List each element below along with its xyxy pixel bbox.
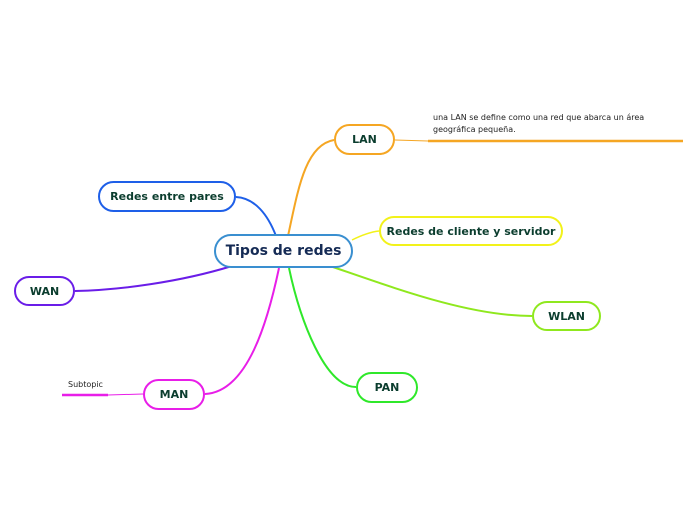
- topic-pan-label: PAN: [374, 381, 400, 394]
- topic-redes-cliente-servidor-label: Redes de cliente y servidor: [386, 224, 556, 238]
- lan-note: una LAN se define como una red que abarc…: [433, 113, 645, 134]
- topic-man[interactable]: MAN: [143, 379, 205, 410]
- topic-wan[interactable]: WAN: [14, 276, 75, 306]
- central-topic-label: Tipos de redes: [225, 243, 342, 259]
- topic-pan[interactable]: PAN: [356, 372, 418, 403]
- topic-redes-cliente-servidor[interactable]: Redes de cliente y servidor: [379, 216, 563, 246]
- central-topic[interactable]: Tipos de redes: [214, 234, 353, 268]
- topic-lan[interactable]: LAN: [334, 124, 395, 155]
- man-subtopic[interactable]: Subtopic: [68, 380, 103, 389]
- topic-redes-entre-pares[interactable]: Redes entre pares: [98, 181, 236, 212]
- topic-wlan-label: WLAN: [548, 309, 585, 323]
- topic-redes-entre-pares-label: Redes entre pares: [110, 190, 224, 203]
- topic-wlan[interactable]: WLAN: [532, 301, 601, 331]
- topic-man-label: MAN: [159, 388, 189, 401]
- topic-lan-label: LAN: [352, 133, 377, 146]
- topic-wan-label: WAN: [29, 284, 60, 298]
